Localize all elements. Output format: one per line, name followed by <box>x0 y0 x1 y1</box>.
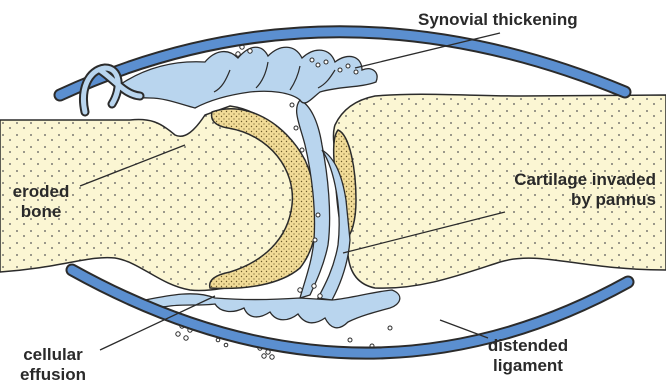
label-eroded-bone: eroded bone <box>8 182 74 222</box>
label-cellular-effusion: cellular effusion <box>8 345 98 385</box>
cellular-line1: cellular <box>8 345 98 365</box>
distended-line2: ligament <box>478 356 578 376</box>
eroded-bone-line2: bone <box>8 202 74 222</box>
cartilage-line1: Cartilage invaded <box>470 170 656 190</box>
cartilage-line2: by pannus <box>470 190 656 210</box>
distended-line1: distended <box>478 336 578 356</box>
eroded-bone-line1: eroded <box>8 182 74 202</box>
cellular-line2: effusion <box>8 365 98 385</box>
label-synovial-thickening: Synovial thickening <box>418 10 578 30</box>
label-distended-ligament: distended ligament <box>478 336 578 376</box>
label-cartilage-invaded: Cartilage invaded by pannus <box>470 170 656 210</box>
synovial-thickening-text: Synovial thickening <box>418 10 578 29</box>
